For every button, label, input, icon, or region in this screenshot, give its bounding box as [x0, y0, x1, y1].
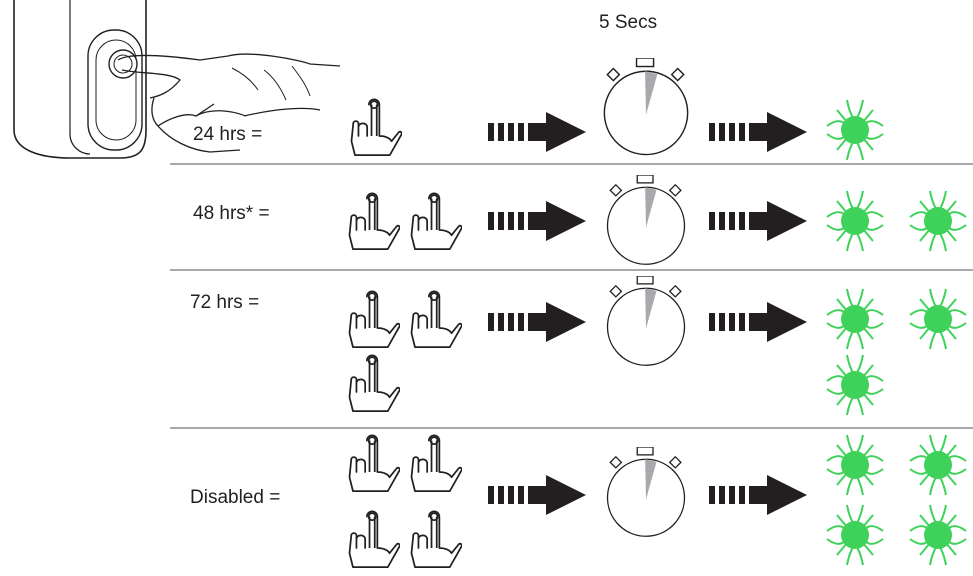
green-led-flash-icon — [903, 500, 973, 570]
green-led-flash-icon — [820, 95, 890, 165]
green-led-flash-icon — [820, 430, 890, 500]
green-led-flash-icon — [903, 284, 973, 354]
stopwatch-icon — [598, 447, 694, 545]
row-label-72-hrs: 72 hrs = — [190, 292, 260, 313]
green-led-flash-icon — [820, 350, 890, 420]
dashed-arrow-icon — [709, 302, 809, 342]
green-led-flash-icon — [820, 284, 890, 354]
green-led-flash-icon — [903, 430, 973, 500]
device-button-press-icon — [13, 0, 341, 159]
green-led-flash-icon — [820, 500, 890, 570]
finger-press-icon — [346, 288, 400, 354]
row-divider — [170, 163, 973, 165]
finger-press-icon — [346, 508, 400, 574]
row-label-48-hrs: 48 hrs* = — [193, 203, 270, 224]
green-led-flash-icon — [820, 186, 890, 256]
finger-press-icon — [408, 190, 462, 256]
row-divider — [170, 427, 973, 429]
finger-press-icon — [346, 352, 400, 418]
row-label-24-hrs: 24 hrs = — [193, 124, 263, 145]
finger-press-icon — [348, 96, 402, 162]
stopwatch-icon — [598, 175, 694, 273]
finger-press-icon — [408, 288, 462, 354]
finger-press-icon — [346, 432, 400, 498]
dashed-arrow-icon — [709, 201, 809, 241]
row-label-disabled: Disabled = — [190, 487, 281, 508]
stopwatch-icon — [598, 58, 694, 164]
dashed-arrow-icon — [709, 475, 809, 515]
finger-press-icon — [408, 508, 462, 574]
stopwatch-icon — [598, 276, 694, 374]
row-divider — [170, 269, 973, 271]
finger-press-icon — [408, 432, 462, 498]
dashed-arrow-icon — [488, 112, 588, 152]
dashed-arrow-icon — [488, 302, 588, 342]
finger-press-icon — [346, 190, 400, 256]
timer-duration-label: 5 Secs — [599, 12, 658, 33]
dashed-arrow-icon — [709, 112, 809, 152]
green-led-flash-icon — [903, 186, 973, 256]
dashed-arrow-icon — [488, 201, 588, 241]
dashed-arrow-icon — [488, 475, 588, 515]
